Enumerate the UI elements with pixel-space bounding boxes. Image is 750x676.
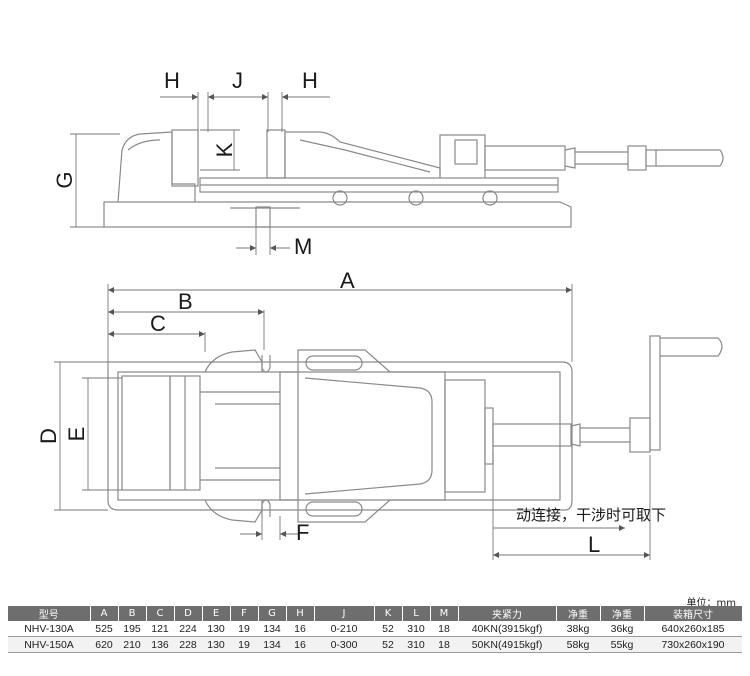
vise-technical-drawing: H J H K G M A B C D E F L 动连接，干涉时可取下 xyxy=(36,68,724,560)
header-cell: 净重 xyxy=(556,606,601,621)
top-crank-hub xyxy=(629,417,651,453)
header-cell: M xyxy=(430,606,459,621)
table-cell: 730x260x190 xyxy=(644,636,742,653)
table-cell: NHV-150A xyxy=(8,636,90,653)
table-cell: 52 xyxy=(374,636,402,653)
top-handle-shaft xyxy=(492,423,572,447)
top-crank-grip xyxy=(660,337,723,357)
header-cell: J xyxy=(314,606,375,621)
top-view-dimensions xyxy=(54,284,651,560)
table-cell: NHV-130A xyxy=(8,621,90,637)
spec-table: 型号 A B C D E F G H J K L M 夹紧力 净重 净重 装箱尺… xyxy=(8,606,743,653)
label-A: A xyxy=(340,268,355,293)
table-cell: 228 xyxy=(174,636,202,653)
top-rear-housing xyxy=(444,379,486,493)
side-rear-housing xyxy=(439,134,486,178)
table-row: NHV-150A 620 210 136 228 130 19 134 16 0… xyxy=(8,636,742,653)
table-cell: 38kg xyxy=(556,621,600,637)
header-cell: 净重 xyxy=(600,606,645,621)
table-cell: 210 xyxy=(118,636,146,653)
table-cell: 55kg xyxy=(600,636,644,653)
header-cell: H xyxy=(286,606,315,621)
top-base xyxy=(107,361,573,511)
header-cell: E xyxy=(202,606,231,621)
label-J: J xyxy=(232,68,243,93)
side-movable-jaw-plate xyxy=(266,129,286,179)
handle-removal-note: 动连接，干涉时可取下 xyxy=(516,506,666,524)
label-F: F xyxy=(296,520,309,545)
side-handle-shaft xyxy=(484,145,566,171)
top-view xyxy=(107,335,723,523)
side-movable-jaw xyxy=(284,131,441,178)
header-cell: G xyxy=(258,606,287,621)
label-B: B xyxy=(178,289,193,314)
table-cell: 121 xyxy=(146,621,174,637)
label-D: D xyxy=(36,428,61,444)
label-L: L xyxy=(588,532,600,557)
label-H-right: H xyxy=(302,68,318,93)
side-base xyxy=(103,201,572,228)
table-cell: 16 xyxy=(286,621,314,637)
label-C: C xyxy=(150,311,166,336)
table-cell: 136 xyxy=(146,636,174,653)
table-cell: 16 xyxy=(286,636,314,653)
label-H-left: H xyxy=(164,68,180,93)
side-fixed-jaw-plate xyxy=(171,129,199,187)
table-cell: 40KN(3915kgf) xyxy=(458,621,556,637)
top-movable-jaw-plate xyxy=(279,371,299,501)
table-cell: 0-300 xyxy=(314,636,374,653)
label-E: E xyxy=(64,427,89,442)
side-handle-grip xyxy=(656,149,724,167)
side-fixed-jaw xyxy=(117,131,196,203)
table-cell: 310 xyxy=(402,621,430,637)
header-cell: 夹紧力 xyxy=(458,606,557,621)
table-cell: 52 xyxy=(374,621,402,637)
table-cell: 18 xyxy=(430,636,458,653)
label-K: K xyxy=(212,142,237,157)
table-cell: 50KN(4915kgf) xyxy=(458,636,556,653)
table-cell: 224 xyxy=(174,621,202,637)
top-fixed-jaw xyxy=(121,375,171,491)
table-row: NHV-130A 525 195 121 224 130 19 134 16 0… xyxy=(8,621,742,637)
table-cell: 310 xyxy=(402,636,430,653)
table-cell: 36kg xyxy=(600,621,644,637)
header-cell: L xyxy=(402,606,431,621)
table-cell: 134 xyxy=(258,636,286,653)
dimension-arrows xyxy=(108,94,650,558)
table-cell: 130 xyxy=(202,621,230,637)
table-cell: 134 xyxy=(258,621,286,637)
unit-label: 单位：mm xyxy=(686,598,736,609)
header-cell: 型号 xyxy=(8,606,91,621)
table-cell: 620 xyxy=(90,636,118,653)
table-cell: 525 xyxy=(90,621,118,637)
top-movable-jaw xyxy=(297,349,446,523)
header-cell: 装箱尺寸 xyxy=(644,606,743,621)
table-cell: 640x260x185 xyxy=(644,621,742,637)
label-G: G xyxy=(52,171,77,188)
top-crank-arm xyxy=(649,335,661,451)
side-view-dimensions xyxy=(70,92,330,255)
table-cell: 19 xyxy=(230,621,258,637)
header-cell: D xyxy=(174,606,203,621)
side-circle-3 xyxy=(482,190,498,206)
header-cell: A xyxy=(90,606,119,621)
table-cell: 58kg xyxy=(556,636,600,653)
table-cell: 195 xyxy=(118,621,146,637)
top-fixed-ear-upper xyxy=(204,349,263,373)
table-cell: 19 xyxy=(230,636,258,653)
header-cell: F xyxy=(230,606,259,621)
spec-table-header: 型号 A B C D E F G H J K L M 夹紧力 净重 净重 装箱尺… xyxy=(8,606,743,621)
side-circle-1 xyxy=(332,190,348,206)
table-cell: 0-210 xyxy=(314,621,374,637)
side-view xyxy=(103,129,724,228)
header-cell: B xyxy=(118,606,147,621)
side-circle-2 xyxy=(408,190,424,206)
table-cell: 130 xyxy=(202,636,230,653)
label-M: M xyxy=(294,234,312,259)
table-cell: 18 xyxy=(430,621,458,637)
header-cell: C xyxy=(146,606,175,621)
header-cell: K xyxy=(374,606,403,621)
